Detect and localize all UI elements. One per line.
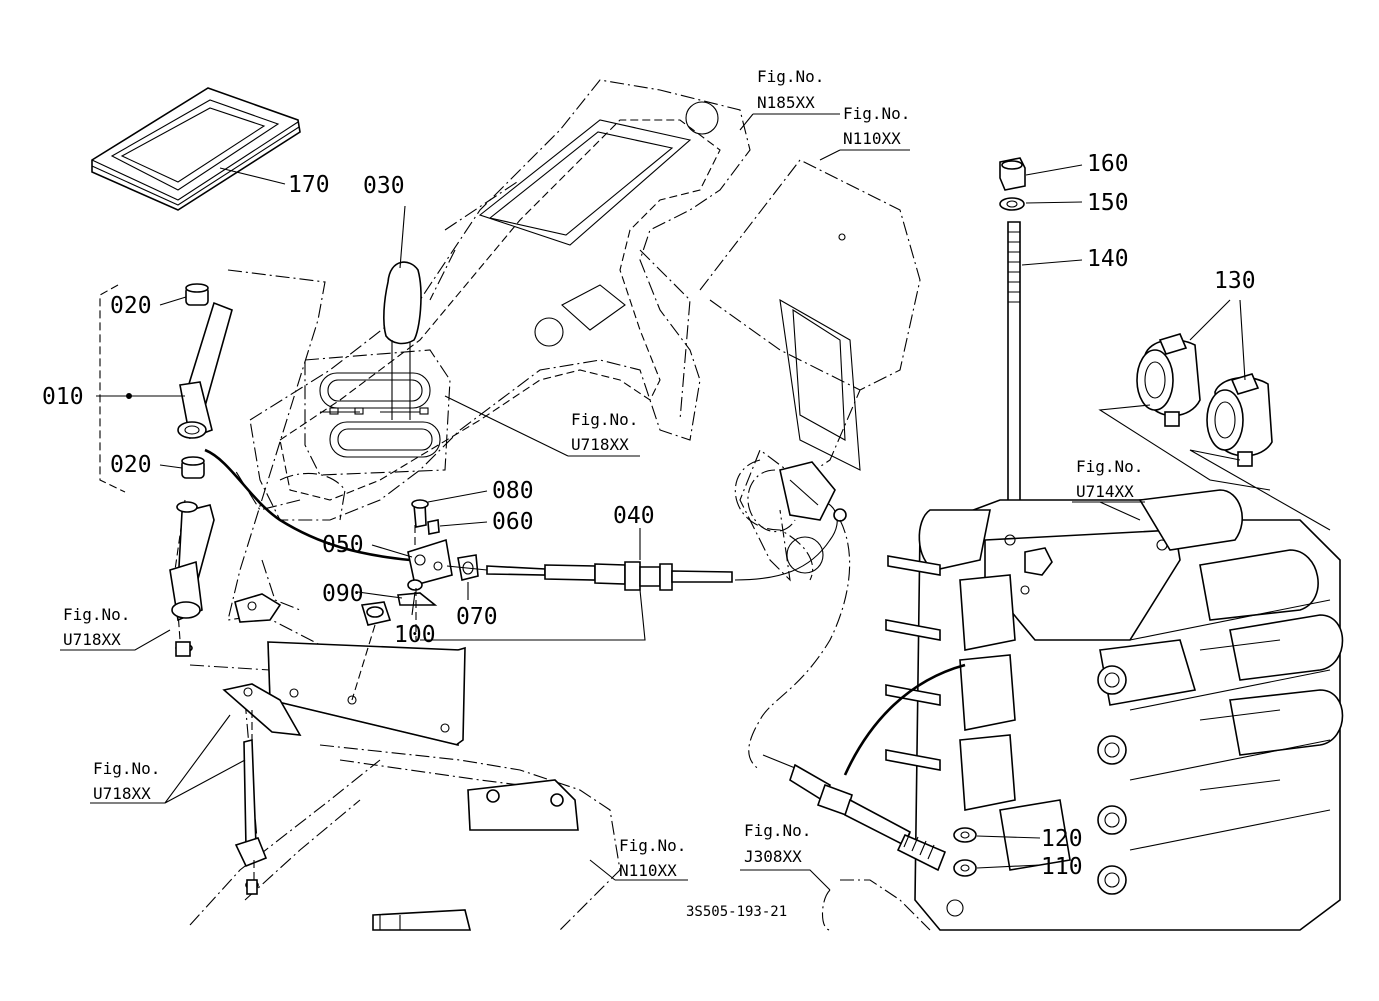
callout-020-lower: 020 — [110, 452, 152, 478]
manual-book — [91, 87, 301, 211]
callout-040: 040 — [613, 503, 655, 529]
diagram-code: 3S505-193-21 — [686, 904, 787, 920]
callout-090: 090 — [322, 581, 364, 607]
callout-020-upper: 020 — [110, 293, 152, 319]
callout-080: 080 — [492, 478, 534, 504]
fig-ref-n185xx-label: Fig.No. — [757, 67, 824, 86]
dashboard-panel-outline — [234, 79, 751, 611]
callout-130: 130 — [1214, 268, 1256, 294]
control-valve-bank — [762, 157, 1344, 931]
fig-ref-u718xx-lower-label: Fig.No. — [93, 759, 160, 778]
fig-ref-n110xx-code: N110XX — [843, 129, 901, 148]
cable-holder — [747, 461, 851, 771]
shift-cable — [420, 499, 838, 641]
leader-lines — [60, 113, 1145, 891]
fig-ref-u718xx-center-code: U718XX — [571, 435, 629, 454]
callout-170: 170 — [288, 172, 330, 198]
callout-100: 100 — [394, 622, 436, 648]
callout-160: 160 — [1087, 151, 1129, 177]
floor-outline — [189, 744, 621, 931]
shift-gate-plate — [304, 349, 451, 476]
callout-150: 150 — [1087, 190, 1129, 216]
callout-070: 070 — [456, 604, 498, 630]
callout-110: 110 — [1041, 854, 1083, 880]
fig-ref-u718xx-left-label: Fig.No. — [63, 605, 130, 624]
mounting-bracket — [222, 593, 466, 895]
fig-ref-n110xx-lower-label: Fig.No. — [619, 836, 686, 855]
fig-ref-j308xx-label: Fig.No. — [744, 821, 811, 840]
callout-labels: 010 020 020 030 040 050 060 070 080 090 … — [42, 151, 1256, 880]
hose-clamps — [1098, 299, 1331, 531]
figure-references: Fig.No. N185XX Fig.No. N110XX Fig.No. U7… — [63, 67, 1143, 880]
fig-ref-u718xx-center-label: Fig.No. — [571, 410, 638, 429]
shift-knob — [383, 205, 422, 420]
callout-140: 140 — [1087, 246, 1129, 272]
callout-010: 010 — [42, 384, 84, 410]
fig-ref-u714xx-code: U714XX — [1076, 482, 1134, 501]
callout-120: 120 — [1041, 826, 1083, 852]
fig-ref-u718xx-left-code: U718XX — [63, 630, 121, 649]
callout-060: 060 — [492, 509, 534, 535]
fig-ref-n110xx-label: Fig.No. — [843, 104, 910, 123]
fig-ref-u714xx-label: Fig.No. — [1076, 457, 1143, 476]
shift-lever-assembly — [99, 269, 411, 851]
fig-ref-j308xx-code: J308XX — [744, 847, 802, 866]
clevis-fasteners — [351, 499, 479, 701]
fig-ref-n110xx-lower-code: N110XX — [619, 861, 677, 880]
fig-ref-u718xx-lower-code: U718XX — [93, 784, 151, 803]
callout-030: 030 — [363, 173, 405, 199]
right-housing-outline — [699, 159, 921, 582]
fig-ref-n185xx-code: N185XX — [757, 93, 815, 112]
callout-050: 050 — [322, 532, 364, 558]
